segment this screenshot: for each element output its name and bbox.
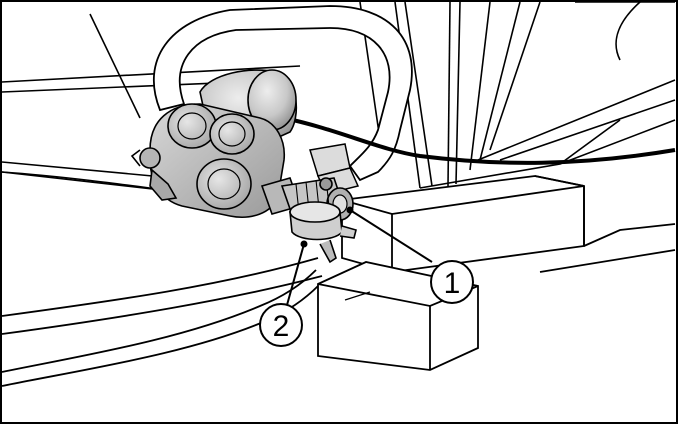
hose-cap	[289, 201, 357, 264]
callout-2-label: 2	[273, 310, 290, 343]
support-beam-upper	[341, 175, 676, 273]
callout-1-label: 1	[444, 267, 461, 300]
hose-lower	[1, 269, 319, 387]
hose-upper	[1, 257, 323, 335]
callout-2: 2	[259, 303, 303, 347]
power-cable	[283, 116, 676, 165]
leader-line-2	[286, 243, 305, 306]
tub-structure	[359, 1, 676, 189]
leader-dot-2	[300, 240, 308, 248]
drain-hose-loop	[152, 5, 413, 182]
callout-1: 1	[430, 260, 474, 304]
leader-dot-1	[346, 206, 354, 214]
callout-leaders	[286, 206, 433, 306]
drain-pump	[130, 69, 302, 218]
leader-line-1	[349, 209, 433, 263]
